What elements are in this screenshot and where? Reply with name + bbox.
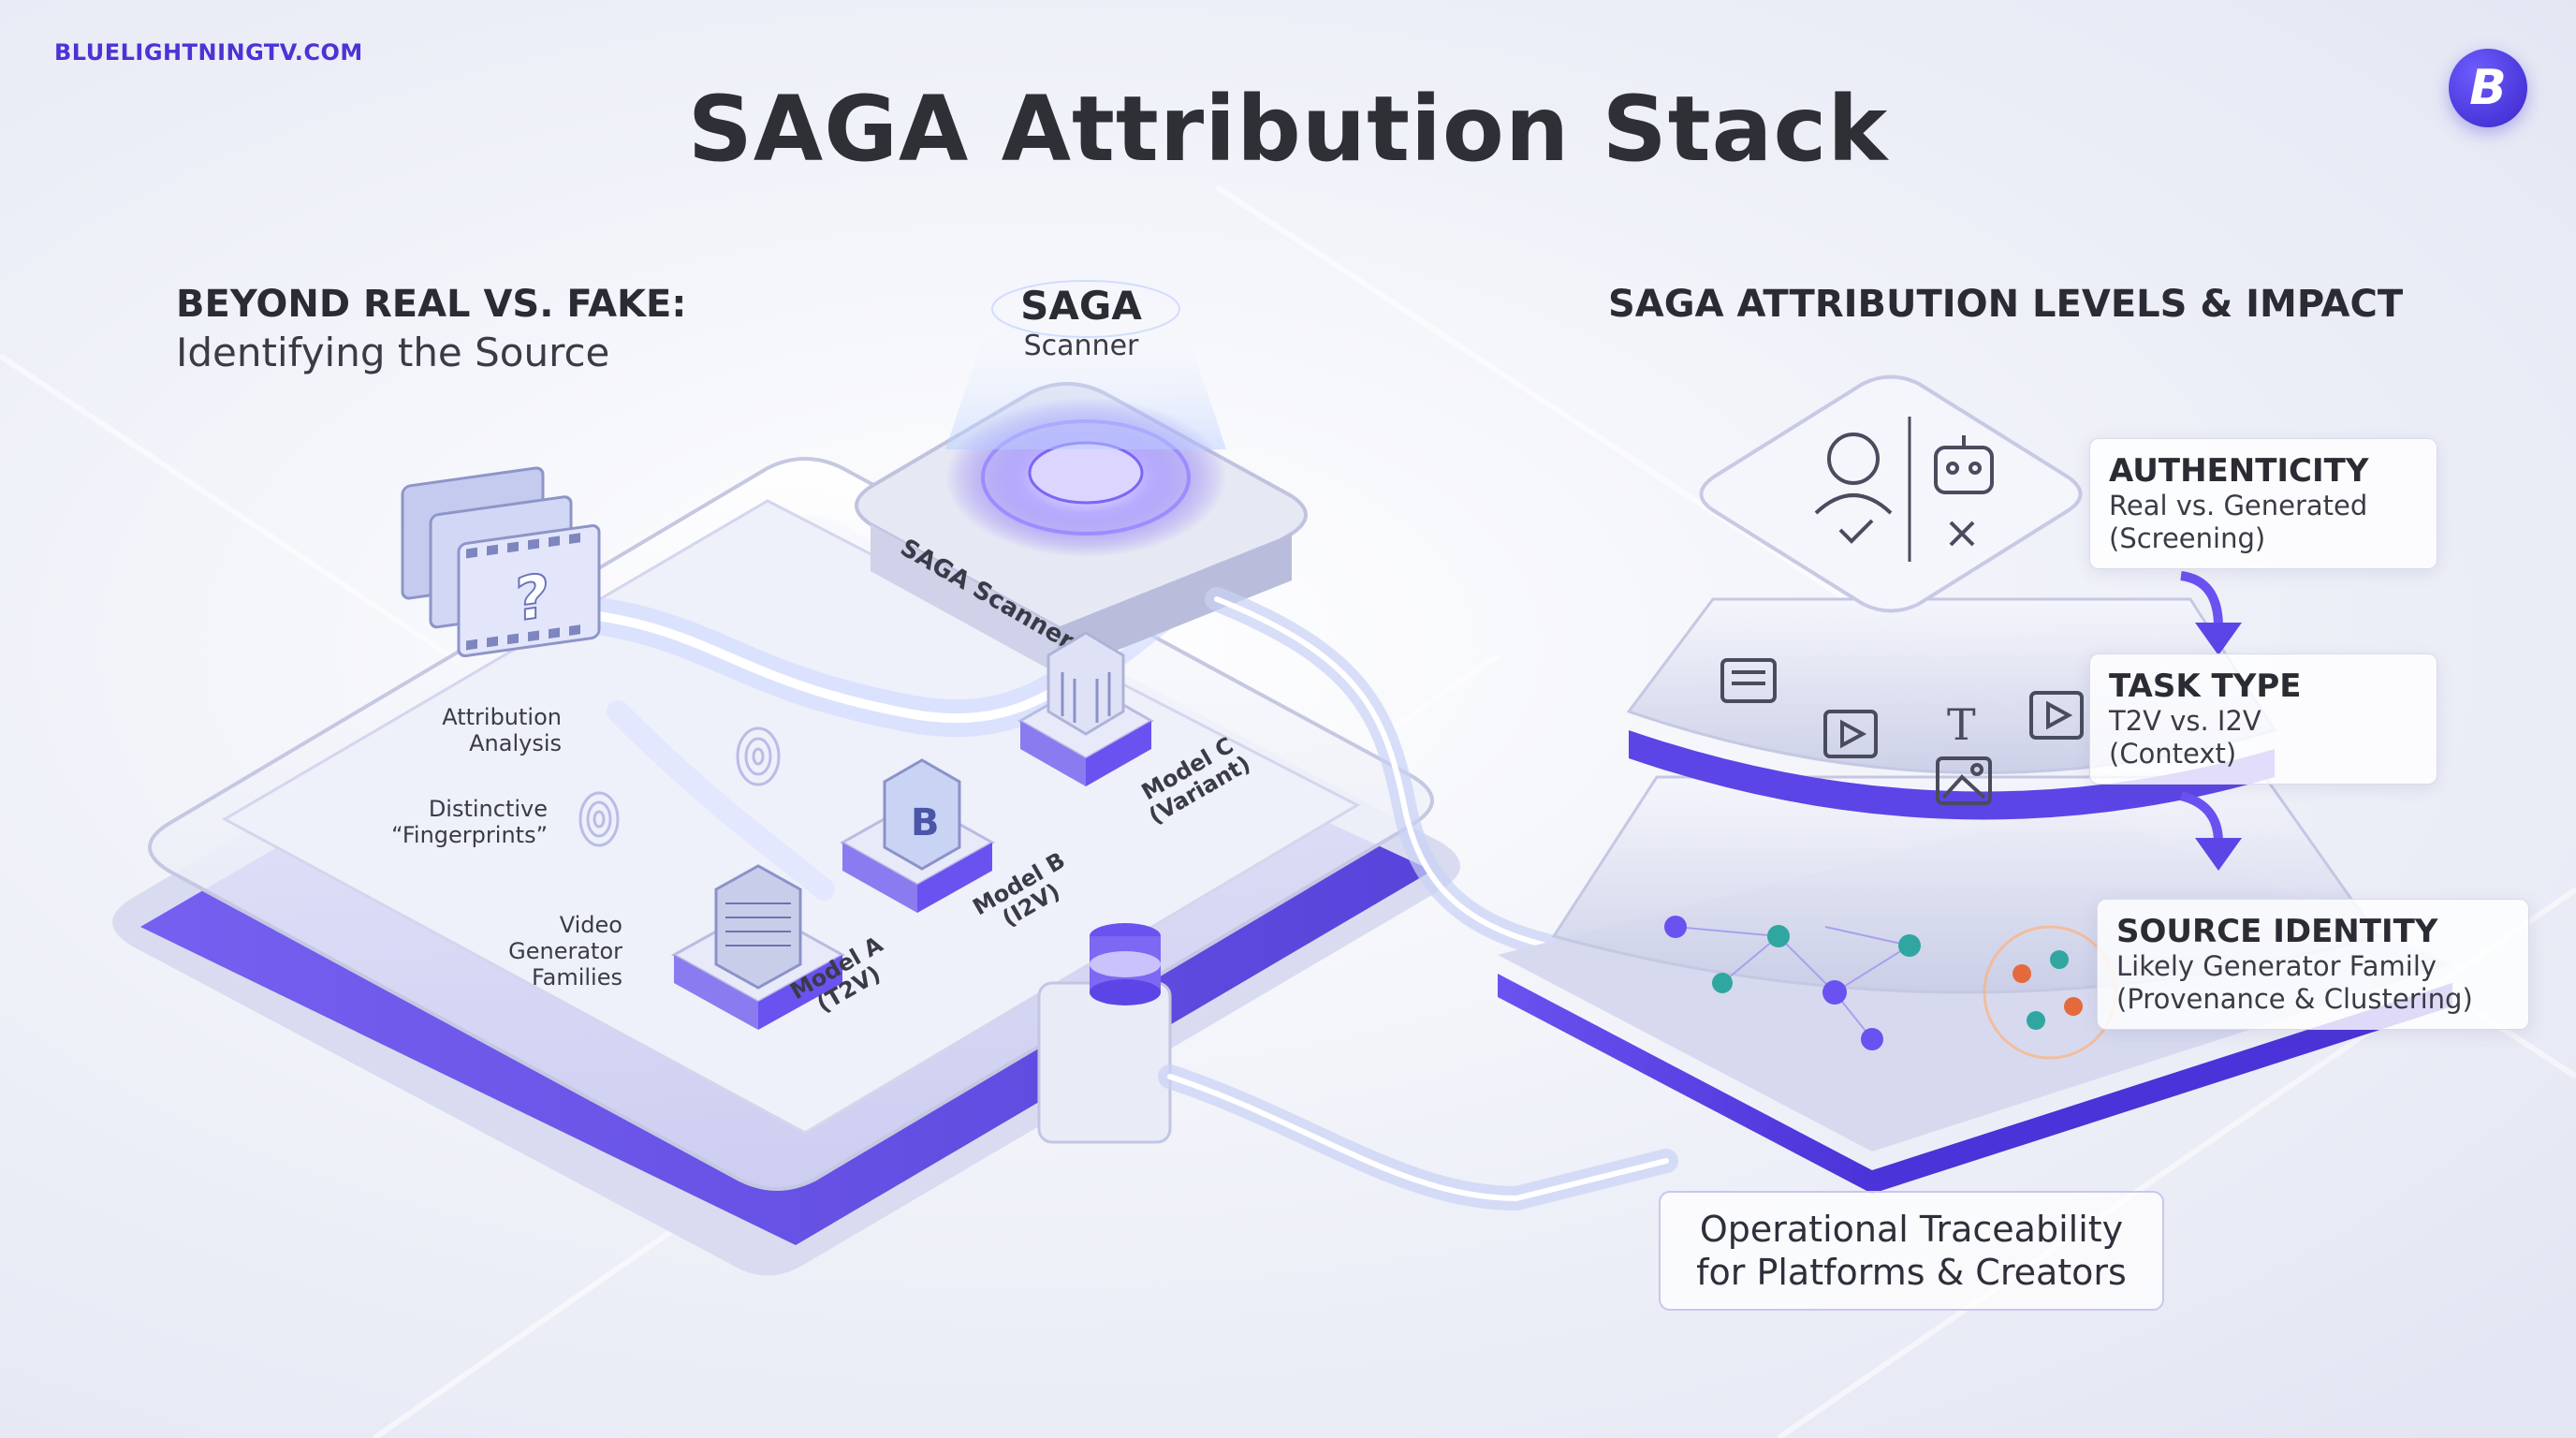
attribution-line-2: Analysis (469, 730, 562, 756)
robot-icon (1934, 435, 1994, 494)
text-document-icon: T (1720, 658, 2084, 758)
right-section-heading: SAGA ATTRIBUTION LEVELS & IMPACT (1608, 283, 2404, 326)
svg-text:T: T (1947, 699, 1976, 750)
left-section-heading: BEYOND REAL VS. FAKE: (176, 283, 687, 326)
fingerprints-line-2: “Fingerprints” (391, 822, 548, 848)
level-line-2: (Context) (2109, 738, 2237, 770)
attribution-analysis-label: Attribution Analysis (374, 704, 562, 756)
model-b-cube: B (839, 758, 996, 913)
generator-families-label: Video Generator Families (449, 912, 622, 990)
film-strip-icon: ? (401, 466, 601, 658)
left-section-subheading: Identifying the Source (176, 330, 610, 375)
fingerprints-line-1: Distinctive (428, 796, 548, 822)
human-face-icon (1814, 433, 1893, 515)
fingerprint-icon (578, 726, 781, 847)
svg-text:B: B (911, 801, 940, 844)
families-line-3: Families (532, 964, 622, 990)
saga-scanner-device (855, 280, 1308, 674)
image-icon (1936, 756, 1992, 805)
level-line-2: (Provenance & Clustering) (2116, 983, 2473, 1015)
level-title: AUTHENTICITY (2109, 452, 2369, 490)
level-card-source-identity: SOURCE IDENTITY Likely Generator Family … (2097, 899, 2529, 1030)
attribution-pyramid: T (1498, 374, 2452, 1194)
check-icon (1838, 519, 1874, 544)
level-title: TASK TYPE (2109, 668, 2302, 705)
outcome-line-2: for Platforms & Creators (1696, 1252, 2127, 1293)
level-line-2: (Screening) (2109, 522, 2266, 554)
question-mark-icon: ? (515, 561, 549, 636)
attribution-line-1: Attribution (442, 704, 562, 730)
model-c-cube (1017, 631, 1155, 786)
brand-url[interactable]: BLUELIGHTNINGTV.COM (54, 39, 363, 66)
level-line-1: Real vs. Generated (2109, 490, 2368, 521)
families-line-1: Video (559, 912, 622, 938)
page-title: SAGA Attribution Stack (687, 77, 1889, 182)
level-arrows (2179, 571, 2242, 871)
families-line-2: Generator (508, 938, 622, 964)
connector-tubes (1158, 587, 1678, 1211)
database-icon (1037, 923, 1172, 1144)
cross-icon (1949, 521, 1975, 547)
level-line-1: T2V vs. I2V (2109, 705, 2261, 737)
fingerprints-label: Distinctive “Fingerprints” (337, 796, 548, 848)
level-card-authenticity: AUTHENTICITY Real vs. Generated (Screeni… (2089, 438, 2437, 569)
level-line-1: Likely Generator Family (2116, 950, 2437, 982)
scanner-subheading: Scanner (1023, 330, 1139, 362)
level-title: SOURCE IDENTITY (2116, 913, 2438, 950)
scanner-heading: SAGA (1020, 283, 1142, 329)
outcome-line-1: Operational Traceability (1699, 1209, 2124, 1250)
brand-logo-icon[interactable]: B (2449, 49, 2527, 127)
level-card-task-type: TASK TYPE T2V vs. I2V (Context) (2089, 653, 2437, 785)
traceability-outcome-box: Operational Traceability for Platforms &… (1659, 1191, 2164, 1311)
model-a-cube (670, 864, 846, 1030)
